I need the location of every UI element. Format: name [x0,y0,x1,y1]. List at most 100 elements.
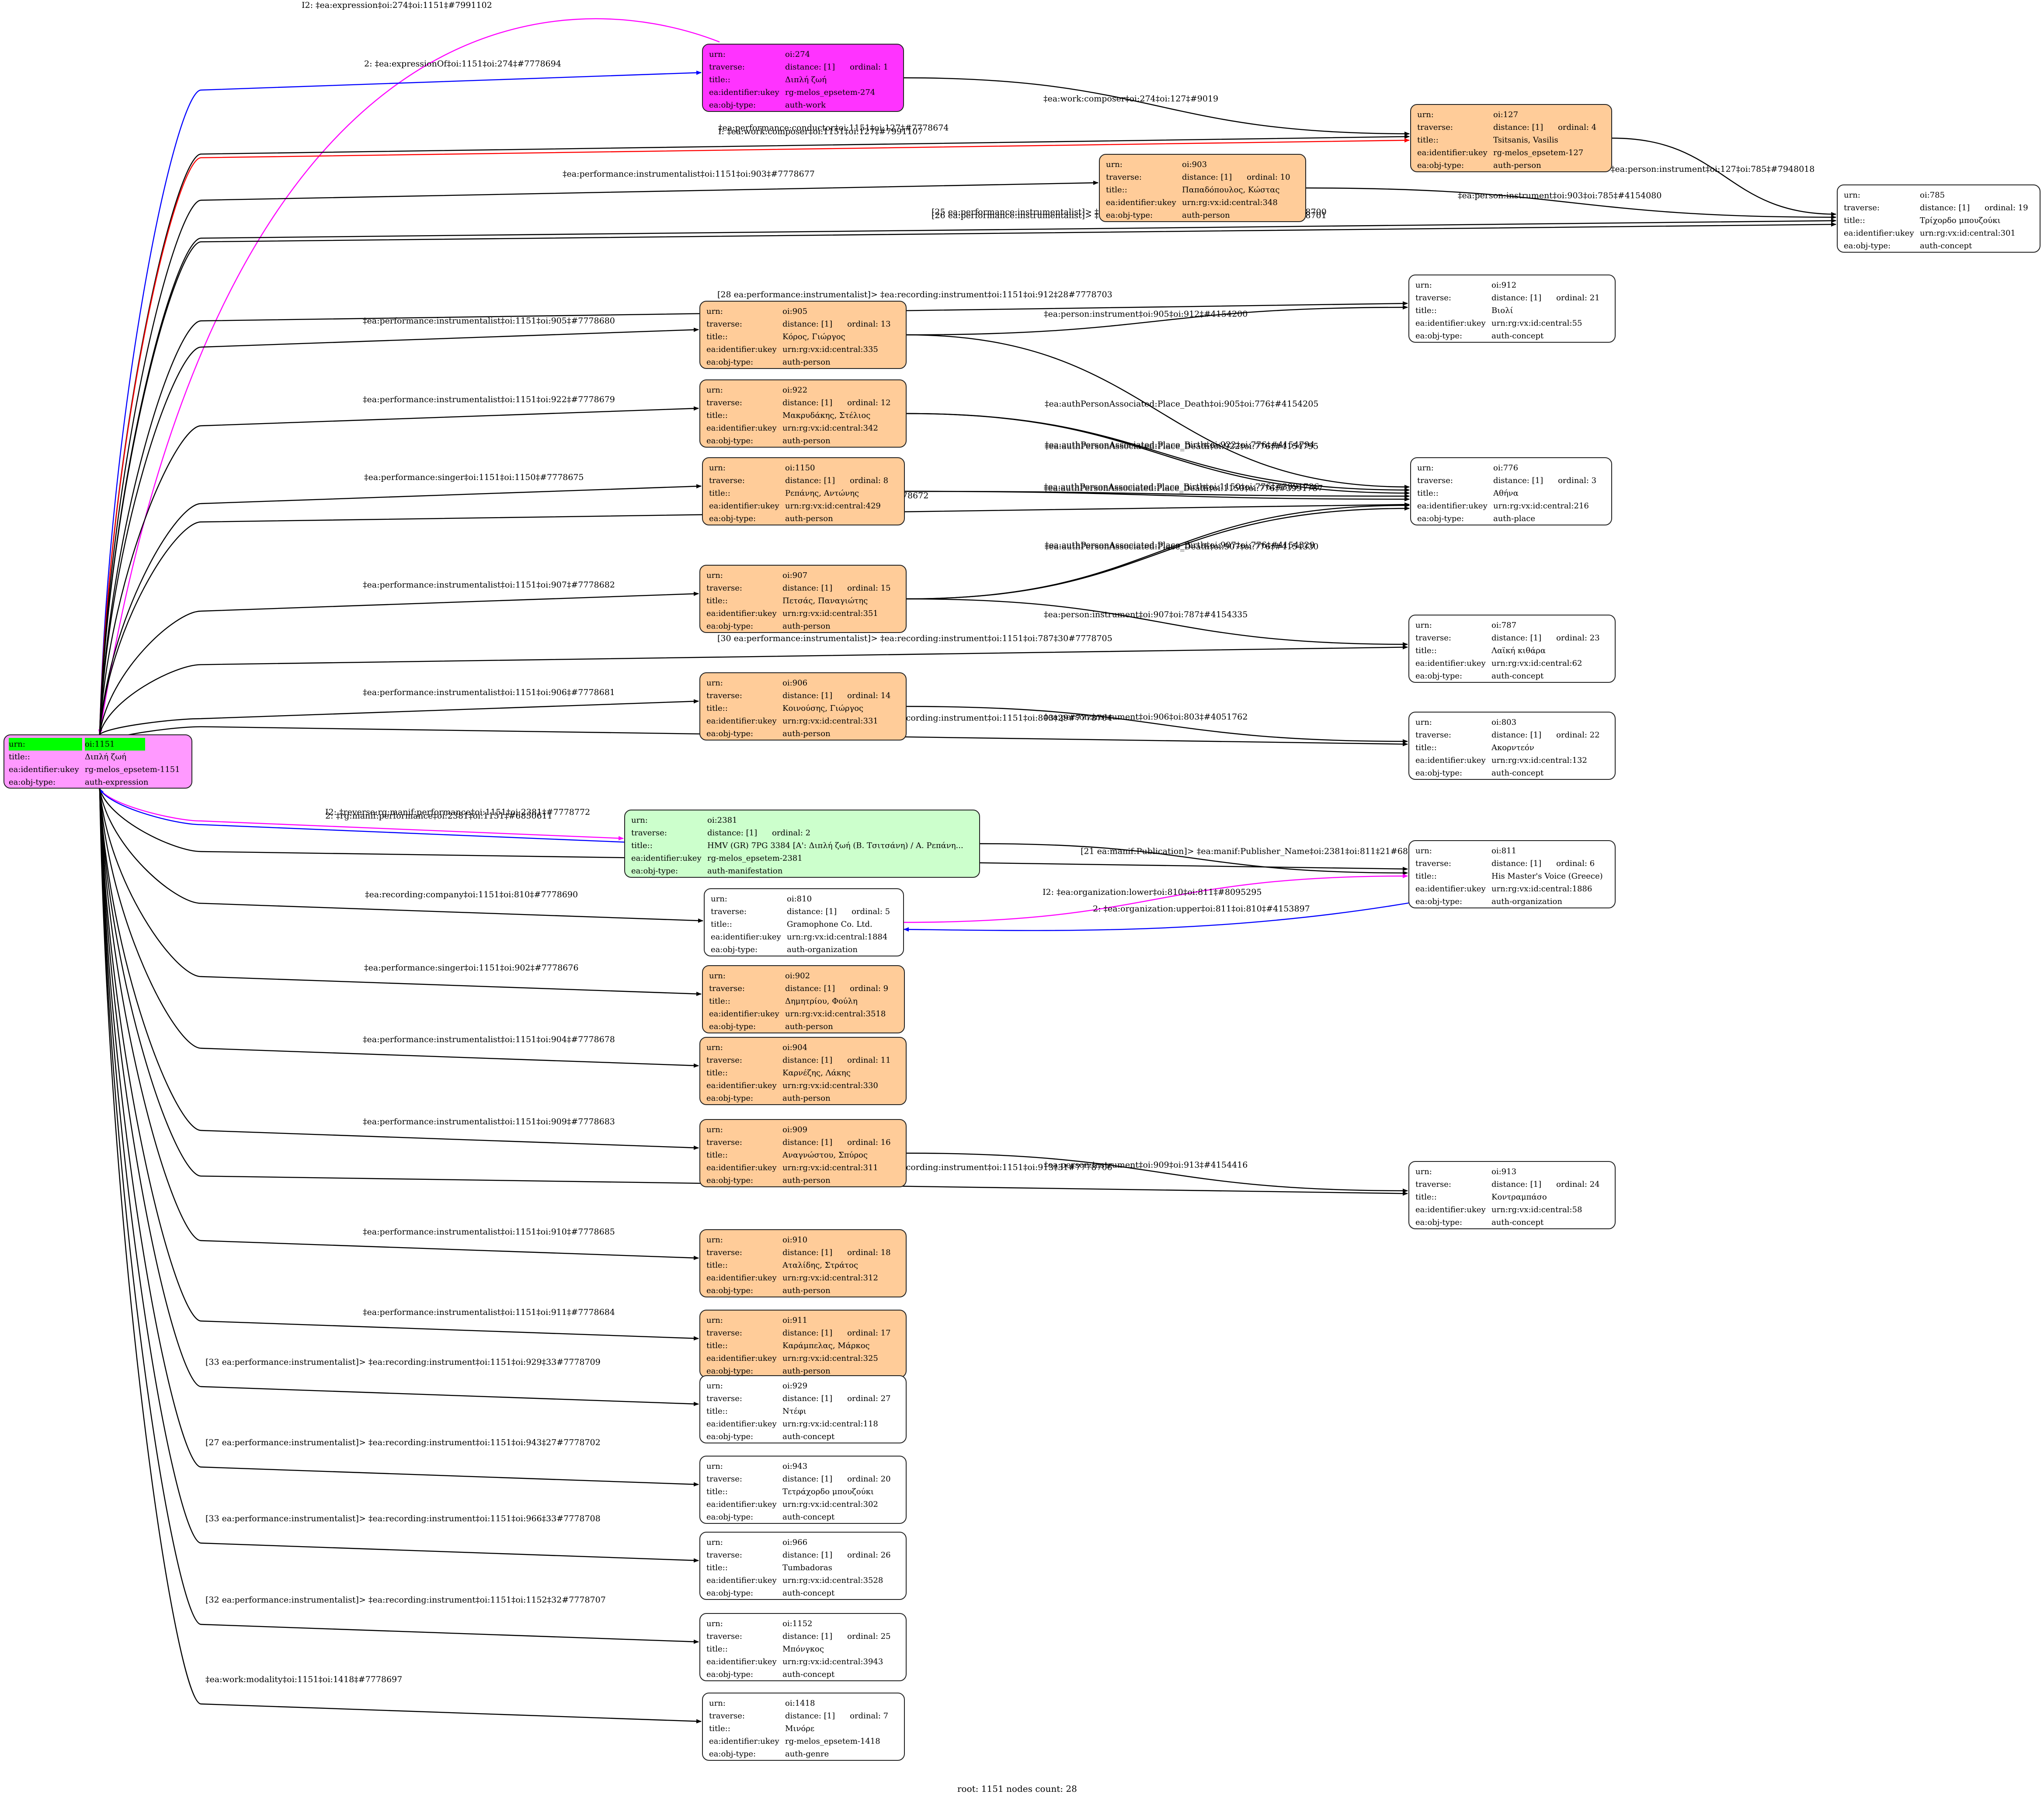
node-field-title: title::HMV (GR) 7PG 3384 [A': Διπλή ζωή … [631,839,973,852]
field-key: title:: [709,997,730,1006]
field-value: urn:rg:vx:id:central:351 [782,609,878,618]
field-key: traverse: [631,828,667,838]
ordinal-value: ordinal: 5 [852,907,890,916]
graph-edge [99,788,699,1150]
field-value: Καράμπελας, Μάρκος [782,1341,870,1350]
field-key: title:: [706,704,728,713]
node-field-title: title::Gramophone Co. Ltd. [711,918,897,931]
graph-edge [1612,137,1836,216]
distance-value: distance: [1] [1491,293,1542,302]
node-field-title: title::Μινόρε [709,1722,898,1735]
field-key: ea:obj-type: [1417,514,1464,523]
distance-value: distance: [1] [782,1551,833,1560]
node-field-objtype: ea:obj-type:auth-concept [1844,240,2034,252]
field-value: oi:966 [782,1538,808,1547]
field-value: urn:rg:vx:id:central:118 [782,1419,878,1429]
graph-edge [99,788,624,841]
field-value: urn:rg:vx:id:central:429 [785,501,881,511]
graph-edge [99,788,702,1724]
field-key: title:: [9,752,30,761]
node-field-title: title::Παπαδόπουλος, Κώστας [1106,184,1299,196]
field-value: Μπόνγκος [782,1645,824,1654]
field-key: traverse: [706,1248,742,1257]
field-key: urn: [706,678,723,688]
distance-value: distance: [1] [782,320,833,329]
node-field-urn: urn:oi:911 [706,1314,900,1327]
node-field-traverse: traverse:distance: [1]ordinal: 17 [706,1327,900,1339]
distance-value: distance: [1] [707,828,758,838]
field-key: ea:identifier:ukey [706,1657,777,1666]
field-value: oi:1150 [785,463,815,473]
field-key: title:: [706,1068,728,1078]
field-value: Δημητρίου, Φούλη [785,997,858,1006]
node-field-urn: urn:oi:943 [706,1460,900,1473]
edge-label: ‡ea:person:instrument‡oi:127‡oi:785‡#794… [1611,164,1815,174]
ordinal-value: ordinal: 16 [847,1138,891,1147]
edge-label: I2: ‡reverse:rg:manif:performance‡oi:115… [325,807,590,817]
graph-edge [99,788,699,1260]
node-field-urn: urn:oi:903 [1106,158,1299,171]
field-key: title:: [1415,743,1437,752]
field-key: ea:obj-type: [706,1286,754,1295]
field-key: ea:obj-type: [706,622,754,631]
distance-value: distance: [1] [1920,203,1970,212]
field-value: oi:902 [785,971,810,980]
field-value: auth-concept [782,1589,835,1598]
node-field-title: title::Αταλίδης, Στράτος [706,1259,900,1272]
edge-label: ‡ea:authPersonAssociated:Place_Death‡oi:… [1044,483,1323,493]
node-field-objtype: ea:obj-type:auth-person [706,356,900,369]
node-field-objtype: ea:obj-type:auth-concept [706,1668,900,1681]
distance-value: distance: [1] [1491,1180,1542,1189]
field-value: auth-person [782,729,831,738]
field-key: ea:identifier:ukey [1415,659,1486,668]
field-key: urn: [9,738,82,751]
distance-value: distance: [1] [782,1394,833,1403]
field-key: title:: [706,1341,728,1350]
edge-label: ‡ea:work:composer‡oi:274‡oi:127‡#9019 [1043,94,1218,104]
edge-label: 2: ‡rg:manif:performance‡oi:2381‡oi:1151… [325,811,553,821]
field-key: urn: [706,1619,723,1628]
field-value: Ακορντεόν [1491,743,1534,752]
node-field-traverse: traverse:distance: [1]ordinal: 11 [706,1054,900,1067]
field-key: traverse: [1415,293,1451,302]
field-value: oi:1151 [85,738,146,751]
field-value: auth-person [1493,161,1541,170]
field-value: Κοινούσης, Γιώργος [782,704,864,713]
field-key: urn: [1415,718,1432,727]
field-value: urn:rg:vx:id:central:58 [1491,1205,1582,1214]
node-field-traverse: traverse:distance: [1]ordinal: 13 [706,318,900,330]
edge-label: [30 ea:performance:instrumentalist]> ‡ea… [717,633,1112,643]
